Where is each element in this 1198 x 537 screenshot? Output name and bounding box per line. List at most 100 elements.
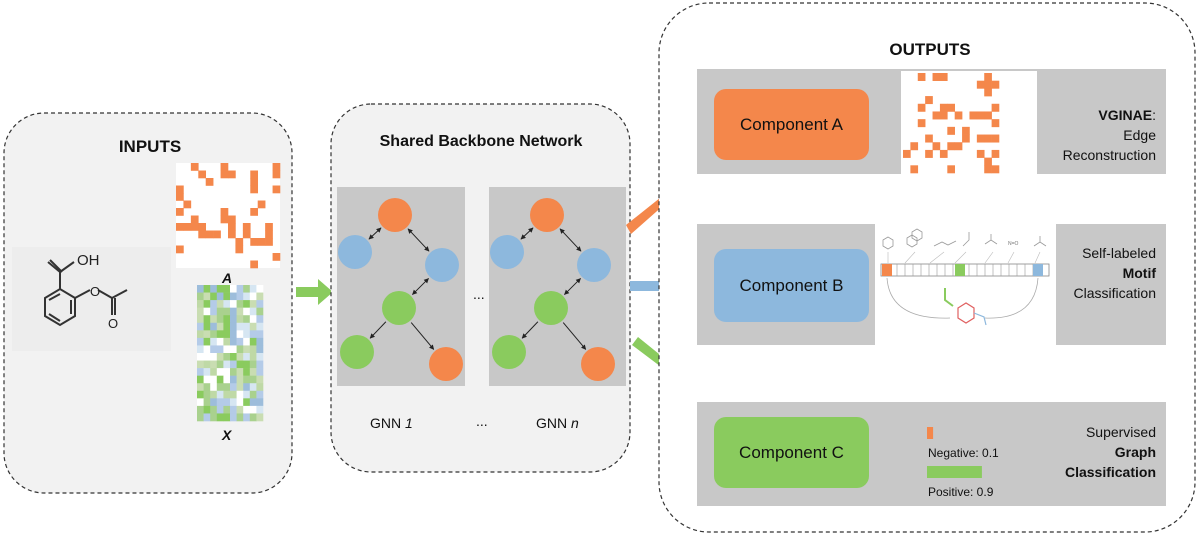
- matrix-a-cell: [220, 208, 229, 216]
- matrix-x-cell: [216, 360, 224, 369]
- input-arrow: [296, 279, 333, 305]
- matrix-x-cell: [210, 307, 218, 316]
- matrix-x-cell: [249, 413, 257, 422]
- matrix-x-cell: [249, 315, 257, 324]
- matrix-x-cell: [243, 315, 251, 324]
- matrix-a-cell: [190, 215, 199, 224]
- matrix-x-cell: [249, 398, 257, 407]
- matrix-a-cell: [265, 238, 273, 246]
- reconstructed-matrix-cell: [954, 142, 963, 151]
- matrix-x-cell: [203, 300, 211, 308]
- matrix-a-cell: [250, 260, 259, 269]
- matrix-x-cell: [249, 360, 257, 369]
- matrix-x-cell: [249, 353, 257, 361]
- motif-label: Motif: [1122, 265, 1156, 281]
- component-b-description: Self-labeled Motif Classification: [1060, 243, 1156, 303]
- vginae-colon: :: [1152, 107, 1156, 123]
- matrix-a-cell: [265, 230, 273, 239]
- matrix-x-cell: [223, 307, 231, 316]
- reconstructed-matrix-cell: [932, 142, 941, 151]
- graph-edge: [562, 322, 587, 350]
- matrix-a-cell: [176, 223, 184, 231]
- matrix-x-cell: [210, 405, 218, 414]
- graph-edge: [412, 278, 429, 295]
- matrix-x-cell: [249, 368, 257, 376]
- reconstructed-matrix-cell: [947, 142, 955, 151]
- matrix-x-cell: [197, 390, 204, 399]
- matrix-x-cell: [256, 292, 264, 301]
- matrix-x-cell: [203, 337, 211, 346]
- matrix-x-cell: [216, 368, 224, 376]
- classification-label: Classification: [1073, 285, 1156, 301]
- matrix-x-cell: [210, 398, 218, 407]
- matrix-x-cell: [236, 368, 244, 376]
- graph-node: [490, 235, 524, 269]
- matrix-x-cell: [243, 398, 251, 407]
- reconstructed-matrix-cell: [984, 165, 992, 174]
- matrix-x-cell: [236, 285, 244, 293]
- matrix-x-cell: [197, 368, 204, 376]
- motif-illustration-bg: [875, 224, 1056, 346]
- matrix-x-cell: [243, 390, 251, 399]
- graph-edge: [521, 321, 539, 339]
- matrix-x-cell: [243, 368, 251, 376]
- matrix-x-cell: [203, 345, 211, 354]
- matrix-x-cell: [203, 315, 211, 324]
- matrix-a-label: A: [222, 270, 233, 286]
- matrix-x-cell: [249, 405, 257, 414]
- matrix-a-cell: [272, 185, 281, 194]
- matrix-x-cell: [249, 330, 257, 339]
- matrix-x-cell: [210, 413, 218, 422]
- graph-label: Graph: [1114, 444, 1156, 460]
- matrix-x-cell: [249, 345, 257, 354]
- reconstructed-matrix-cell: [932, 111, 941, 120]
- matrix-x-cell: [210, 337, 218, 346]
- molecule-oh-label: OH: [77, 252, 100, 269]
- graph-edge: [559, 228, 582, 252]
- component-a-box: [714, 89, 869, 160]
- matrix-x-cell: [210, 353, 218, 361]
- inputs-title: INPUTS: [118, 137, 182, 156]
- graph-node: [425, 248, 459, 282]
- graph-node: [530, 198, 564, 232]
- reconstructed-matrix-cell: [939, 149, 948, 158]
- matrix-x-cell: [256, 285, 264, 293]
- matrix-x-cell: [249, 337, 257, 346]
- matrix-a-cell: [176, 245, 184, 254]
- matrix-x-cell: [236, 315, 244, 324]
- matrix-x-cell: [249, 285, 257, 293]
- reconstructed-matrix-cell: [976, 111, 985, 120]
- reconstructed-matrix-cell: [991, 80, 1000, 89]
- graph-node: [429, 347, 463, 381]
- component-c-box: [714, 417, 869, 488]
- matrix-x-cell: [197, 375, 204, 384]
- matrix-a-cell: [272, 253, 281, 261]
- matrix-x-cell: [223, 368, 231, 376]
- matrix-x-cell: [230, 292, 237, 301]
- reconstructed-matrix-cell: [925, 134, 933, 143]
- matrix-x-cell: [223, 300, 231, 308]
- matrix-x-cell: [223, 360, 231, 369]
- graph-node: [378, 198, 412, 232]
- matrix-x-cell: [230, 398, 237, 407]
- matrix-x-cell: [236, 322, 244, 331]
- matrix-a-cell: [198, 223, 207, 231]
- reconstructed-matrix-cell: [910, 165, 919, 174]
- component-b-label: Component B: [739, 275, 844, 295]
- matrix-x-cell: [256, 322, 264, 331]
- matrix-x-cell: [210, 322, 218, 331]
- matrix-x-cell: [256, 398, 264, 407]
- reconstructed-matrix-cell: [954, 111, 963, 120]
- matrix-x-cell: [223, 337, 231, 346]
- graph-classification-label: Classification: [1064, 464, 1156, 480]
- matrix-x-cell: [256, 375, 264, 384]
- matrix-x-cell: [210, 315, 218, 324]
- matrix-x-cell: [216, 337, 224, 346]
- matrix-x-cell: [197, 300, 204, 308]
- matrix-x-cell: [256, 383, 264, 392]
- matrix-x-cell: [230, 285, 237, 293]
- reconstructed-matrix-cell: [903, 149, 911, 158]
- matrix-x-cell: [243, 413, 251, 422]
- matrix-x-cell: [230, 383, 237, 392]
- matrix-x-cell: [256, 315, 264, 324]
